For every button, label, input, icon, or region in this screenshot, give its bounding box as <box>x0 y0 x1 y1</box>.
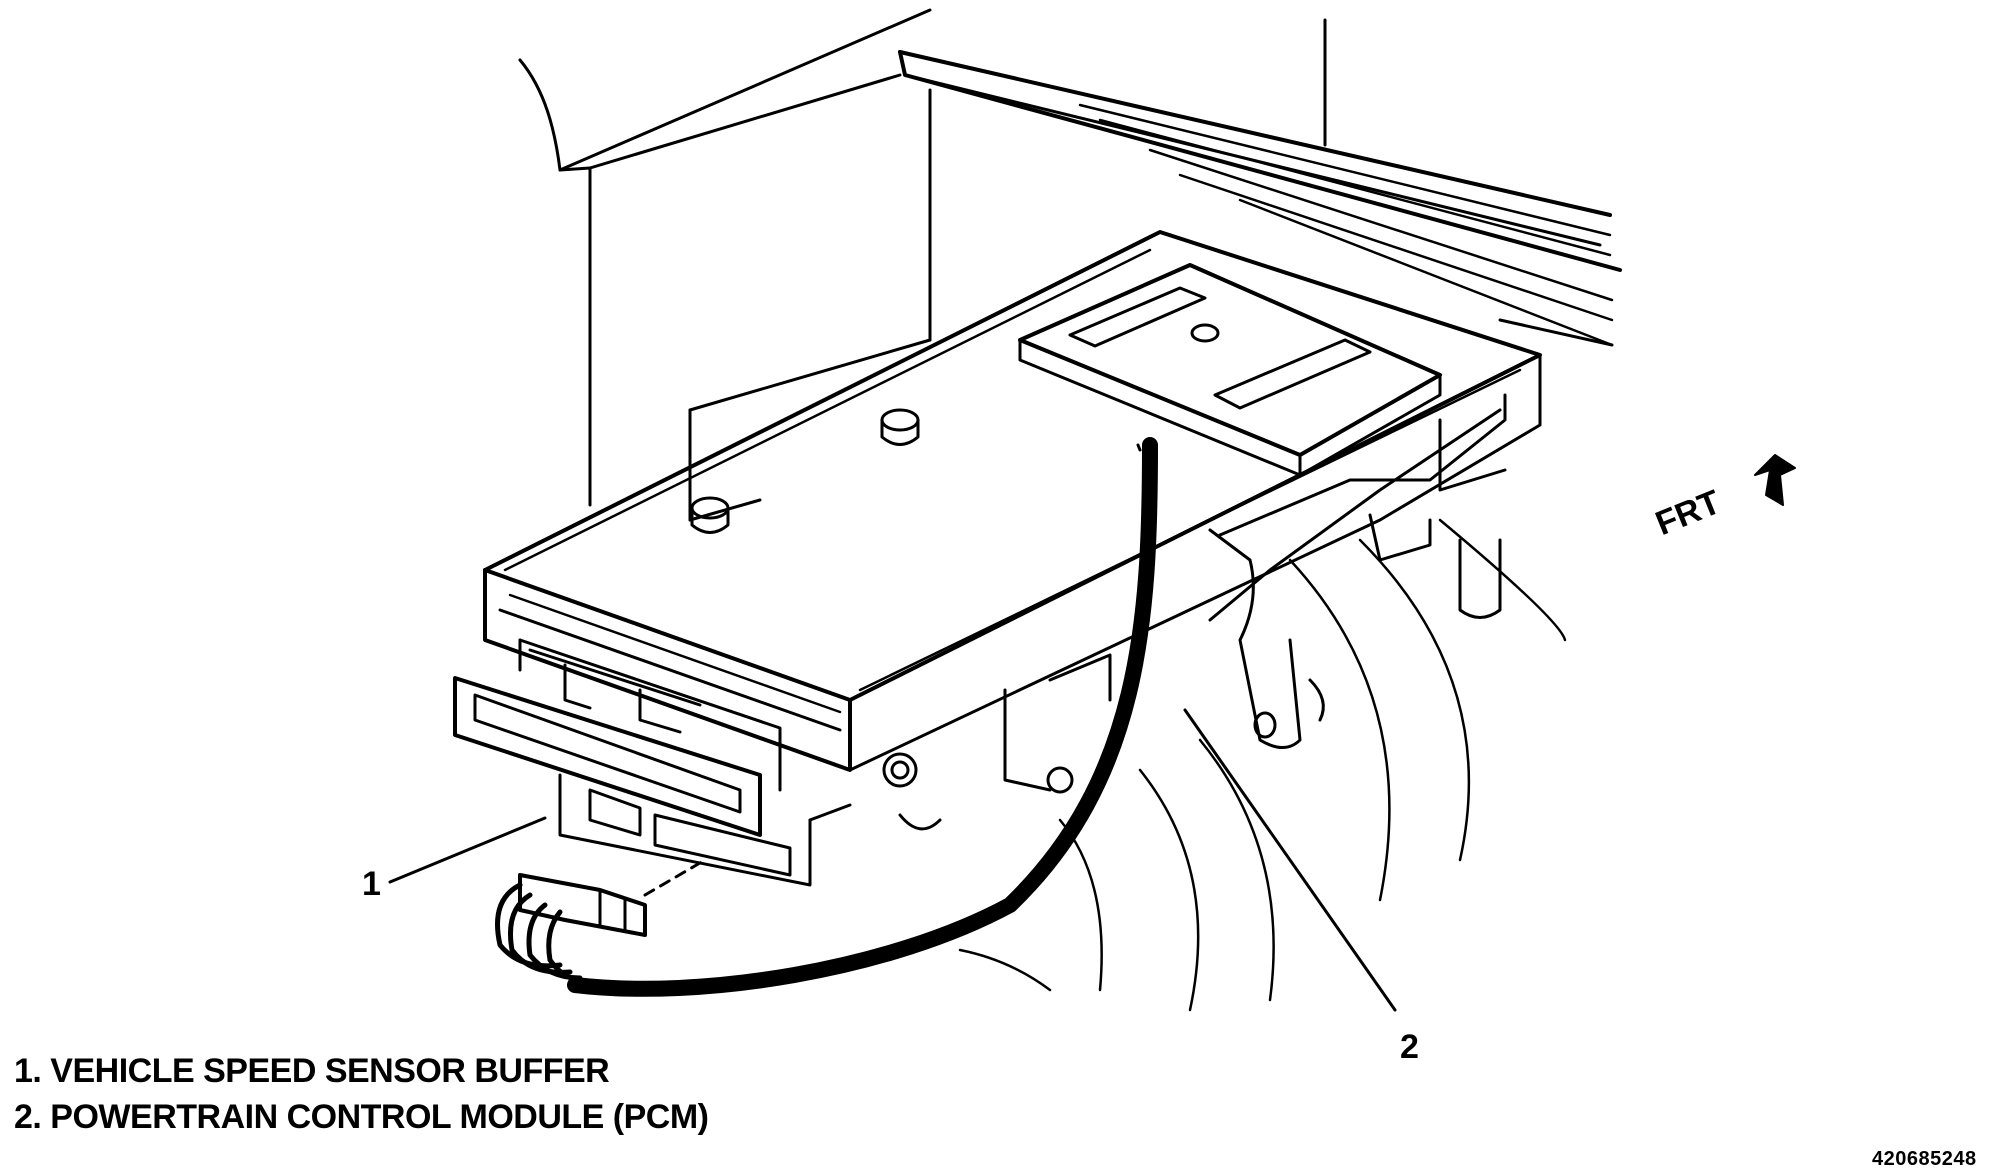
callout-2-number: 2 <box>1400 1028 1419 1066</box>
callout-1-leader <box>388 816 547 884</box>
vss-buffer-connector <box>495 858 707 985</box>
pcm-module <box>453 230 1542 887</box>
legend-item-1: 1. VEHICLE SPEED SENSOR BUFFER <box>14 1052 610 1090</box>
figure-id: 420685248 <box>1872 1148 1977 1170</box>
legend-item-2: 2. POWERTRAIN CONTROL MODULE (PCM) <box>14 1098 709 1136</box>
vehicle-body-structure <box>518 8 1622 522</box>
steering-column-arcs <box>958 518 1567 1012</box>
callout-2-leader <box>1183 708 1397 1012</box>
front-direction-arrow <box>1754 454 1796 506</box>
callout-1-number: 1 <box>362 865 381 903</box>
wiring-harness <box>567 437 1158 997</box>
